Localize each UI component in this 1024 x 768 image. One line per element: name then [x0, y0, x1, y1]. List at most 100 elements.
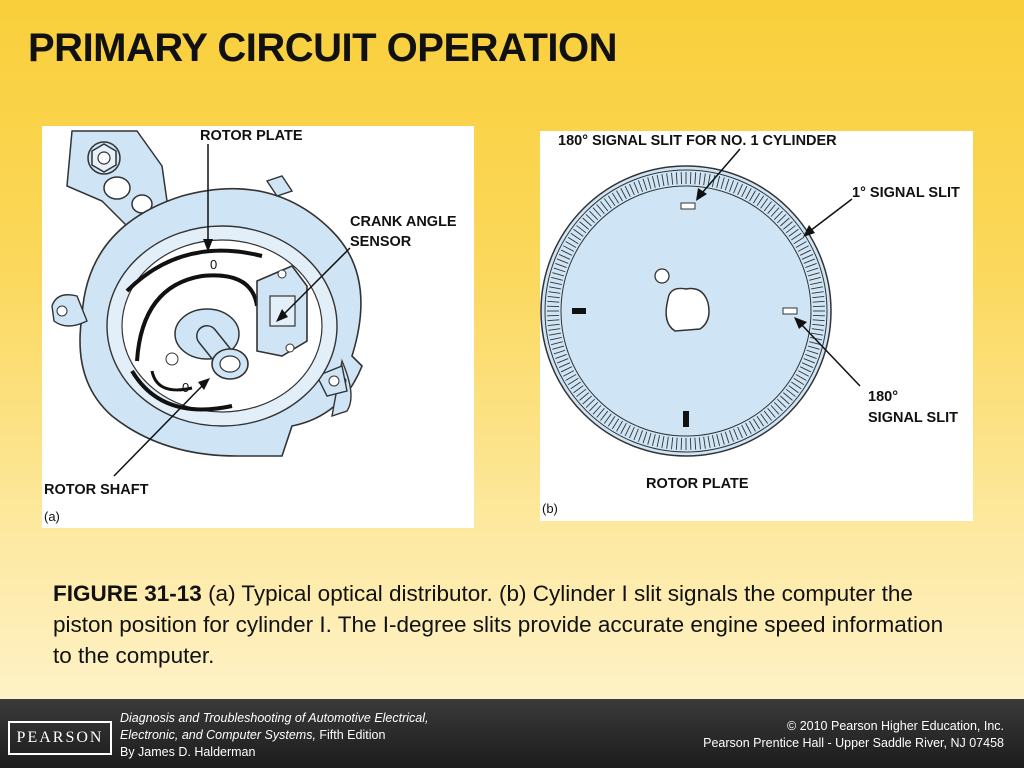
slit-tick — [733, 428, 739, 441]
slit-tick — [763, 201, 772, 212]
label-rotor-plate-b: ROTOR PLATE — [646, 476, 749, 492]
slit-tick — [793, 236, 805, 245]
slit-tick — [549, 281, 562, 286]
slit-tick — [788, 228, 799, 237]
slit-tick — [741, 185, 748, 198]
slit-tick — [647, 177, 652, 190]
slit-tick — [555, 263, 567, 268]
slit-tick — [563, 370, 575, 377]
slit-tick — [707, 174, 711, 187]
slit-tick — [565, 374, 577, 381]
slit-tick — [576, 388, 587, 397]
slit-tick — [567, 236, 579, 245]
slit-tick — [589, 402, 599, 412]
slit-tick — [811, 328, 824, 331]
slit-tick — [806, 349, 819, 355]
slit-tick — [570, 381, 581, 390]
copyright-line2: Pearson Prentice Hall - Upper Saddle Riv… — [703, 736, 1004, 750]
slit-tick — [698, 437, 701, 450]
slit-tick — [624, 424, 631, 437]
slit-tick — [745, 422, 752, 434]
slit-tick — [620, 422, 627, 434]
slit-tick — [809, 341, 821, 346]
slit-tick — [724, 431, 730, 444]
slit-tick — [556, 258, 569, 264]
slit-tick — [585, 398, 595, 408]
slit-tick — [576, 225, 587, 234]
locating-hole — [654, 268, 670, 284]
book-info: Diagnosis and Troubleshooting of Automot… — [120, 710, 429, 761]
slit-tick — [656, 174, 661, 187]
slit-tick — [797, 370, 809, 377]
one-degree-slit-ring — [547, 172, 825, 450]
slit-tick — [763, 410, 772, 421]
slit-tick — [611, 192, 620, 204]
panel-tag-a: (a) — [44, 509, 60, 524]
slit-tick — [582, 395, 592, 405]
slit-tick — [553, 349, 566, 355]
slit-tick — [801, 254, 814, 260]
slit-tick — [810, 281, 823, 286]
slit-tick — [611, 418, 620, 430]
slit-tick — [551, 341, 563, 346]
slit-tick — [711, 435, 716, 448]
slit-tick — [666, 173, 669, 186]
slit-tick — [551, 276, 563, 281]
slit-tick — [558, 254, 571, 260]
slit-tick — [560, 249, 573, 256]
copyright: © 2010 Pearson Higher Education, Inc. Pe… — [703, 718, 1004, 752]
slit-tick — [805, 354, 817, 359]
slit-tick — [799, 249, 812, 256]
slit-tick — [548, 291, 561, 294]
slit-tick — [549, 286, 562, 290]
slit-tick — [793, 377, 805, 386]
slit-tick — [573, 385, 584, 394]
figure-caption: FIGURE 31-13 (a) Typical optical distrib… — [53, 578, 953, 671]
slit-tick — [589, 210, 599, 220]
signal-slit-180 — [782, 307, 798, 315]
slit-tick — [812, 319, 825, 322]
slit-tick — [694, 437, 697, 450]
slit-tick — [760, 413, 769, 424]
footer-bar: PEARSON Diagnosis and Troubleshooting of… — [0, 699, 1024, 768]
slit-tick — [661, 435, 665, 448]
slit-tick — [556, 358, 569, 364]
label-crank-angle: CRANK ANGLE — [350, 214, 457, 230]
panel-tag-b: (b) — [542, 501, 558, 516]
slit-tick — [785, 388, 796, 397]
slit-tick — [603, 413, 612, 424]
slit-tick — [600, 201, 609, 212]
slit-tick — [592, 405, 602, 415]
label-sensor: SENSOR — [350, 234, 412, 250]
label-signal-slit-no1: 180° SIGNAL SLIT FOR NO. 1 CYLINDER — [558, 133, 837, 149]
slit-tick — [809, 276, 821, 281]
slit-tick — [733, 181, 739, 194]
slit-tick — [788, 385, 799, 394]
slit-tick — [812, 300, 825, 303]
slit-tick — [760, 198, 769, 209]
slit-tick — [573, 228, 584, 237]
rotor-mark-top: 0 — [210, 257, 217, 272]
slit-tick — [737, 183, 743, 196]
slit-tick — [671, 172, 674, 185]
slit-tick — [795, 241, 807, 248]
index-mark-bottom — [683, 411, 689, 427]
slit-tick — [616, 420, 623, 432]
slit-tick — [549, 332, 562, 336]
label-rotor-plate: ROTOR PLATE — [200, 128, 303, 144]
slit-tick — [703, 173, 706, 186]
slit-tick — [565, 241, 577, 248]
book-title-line2: Electronic, and Computer Systems, — [120, 728, 316, 742]
label-180-degree: 180° — [868, 389, 898, 405]
caption-text: (a) Typical optical distributor. (b) Cyl… — [53, 581, 944, 668]
book-author: By James D. Halderman — [120, 745, 256, 759]
slit-tick — [711, 174, 716, 187]
index-mark-left — [572, 308, 586, 314]
center-hub-hole — [665, 287, 710, 332]
slit-tick — [749, 190, 756, 202]
slit-tick — [806, 267, 819, 273]
rotor-plate-arc — [125, 248, 263, 293]
slit-tick — [807, 345, 820, 350]
slit-tick — [548, 328, 561, 331]
slit-tick — [773, 402, 783, 412]
